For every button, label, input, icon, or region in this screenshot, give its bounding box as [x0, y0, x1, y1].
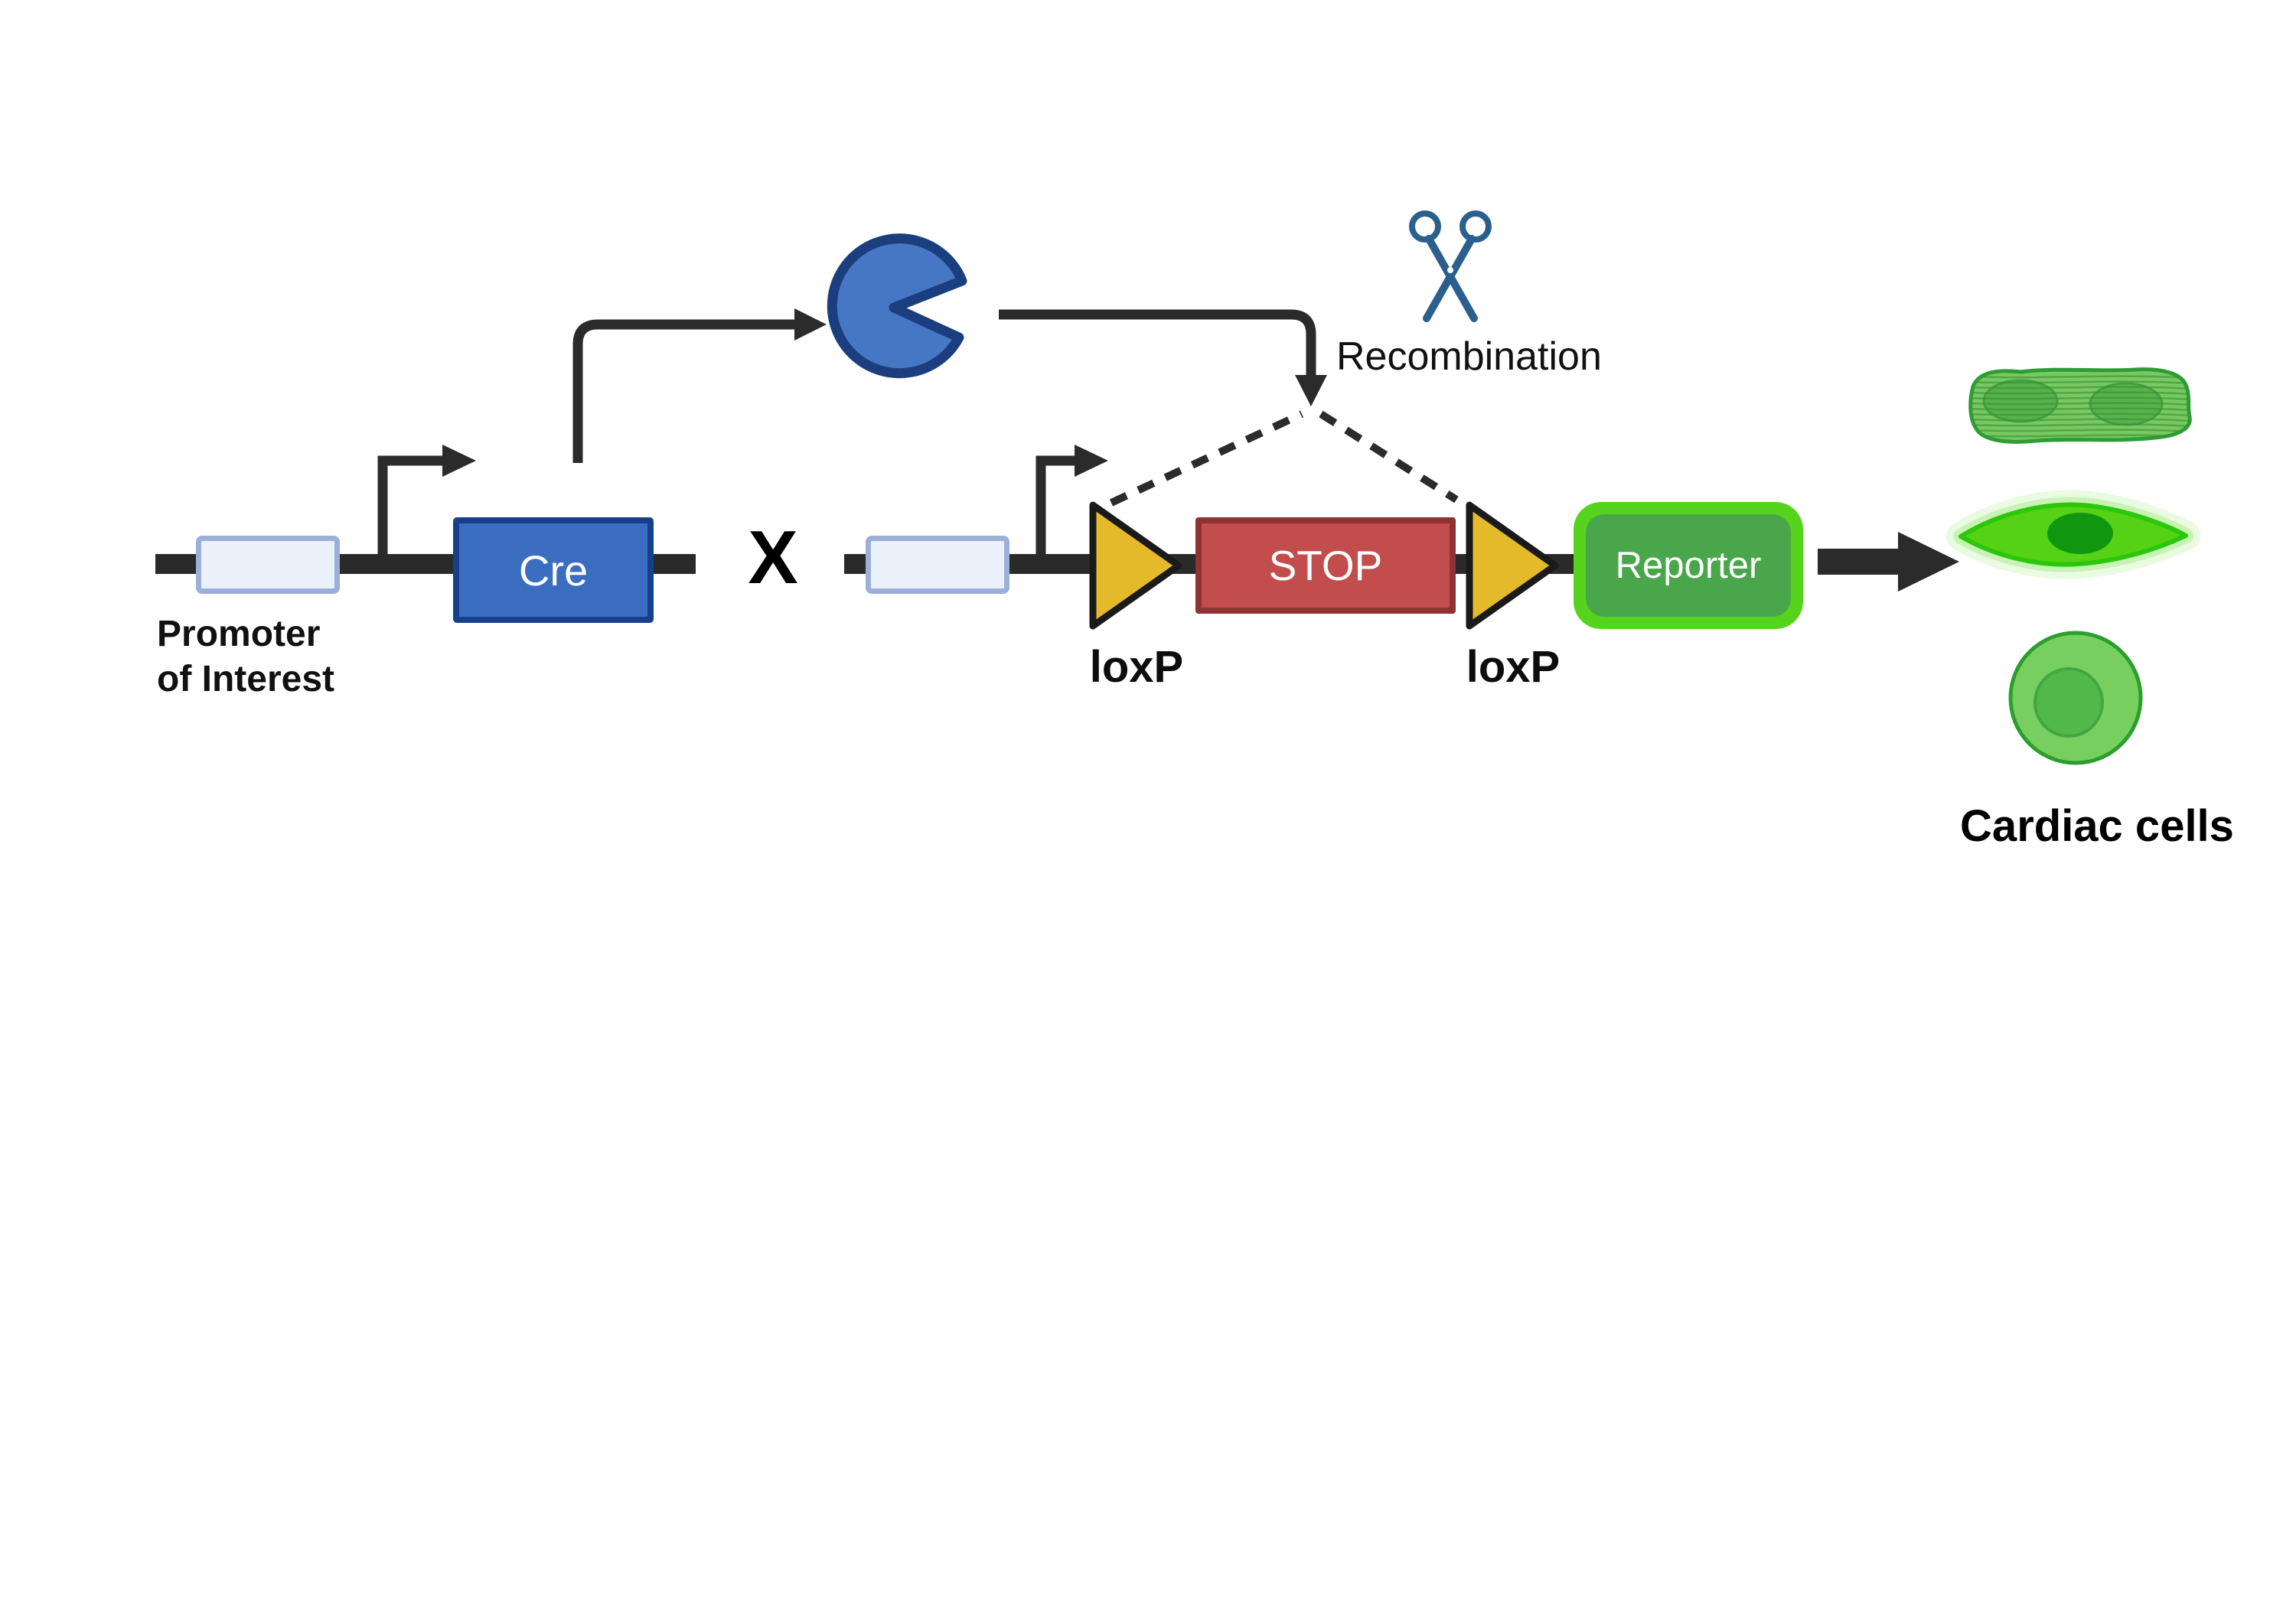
- loxp-site-right: [1466, 501, 1559, 630]
- reporter-gene-box: Reporter: [1574, 502, 1803, 629]
- cardiac-muscle-tissue: [1968, 367, 2192, 444]
- scissors-icon: [1409, 210, 1492, 322]
- loxp-label-left: loxP: [1089, 642, 1184, 692]
- recombination-label: Recombination: [1336, 334, 1602, 379]
- result-arrow: [1818, 532, 1959, 592]
- excision-dashed-line-right: [1319, 410, 1459, 504]
- loxp-site-left: [1089, 501, 1182, 630]
- reporter-gene-inner: Reporter: [1586, 514, 1791, 617]
- promoter-box-left: [196, 536, 340, 594]
- cre-expression-arrow: [572, 308, 827, 463]
- cre-gene-label: Cre: [518, 546, 589, 595]
- cross-breeding-symbol: X: [748, 515, 798, 599]
- promoter-box-right: [866, 536, 1009, 594]
- muscle-nucleus: [1982, 379, 2059, 423]
- cardiomyocyte-spindle-cell: [1946, 490, 2200, 579]
- spindle-nucleus: [2047, 513, 2113, 554]
- scissors-pivot: [1447, 267, 1453, 273]
- promoter-caption-line2: of Interest: [157, 658, 335, 699]
- cardiac-cells-label: Cardiac cells: [1960, 801, 2234, 851]
- reporter-gene-label: Reporter: [1615, 545, 1762, 586]
- transcription-arrow-icon: [377, 445, 476, 554]
- transcription-arrow-icon: [1035, 445, 1108, 554]
- loxp-label-right: loxP: [1466, 642, 1561, 692]
- cre-recombinase-pacman-icon: [827, 233, 967, 379]
- stop-cassette-label: STOP: [1268, 542, 1383, 589]
- round-cell-nucleus: [2033, 667, 2104, 738]
- excision-dashed-line-left: [1109, 410, 1304, 507]
- stop-cassette-box: STOP: [1195, 517, 1456, 614]
- promoter-caption-line1: Promoter: [157, 614, 321, 654]
- round-cell: [2008, 631, 2143, 765]
- cre-gene-box: Cre: [453, 517, 654, 623]
- recombination-arrow: [999, 309, 1327, 406]
